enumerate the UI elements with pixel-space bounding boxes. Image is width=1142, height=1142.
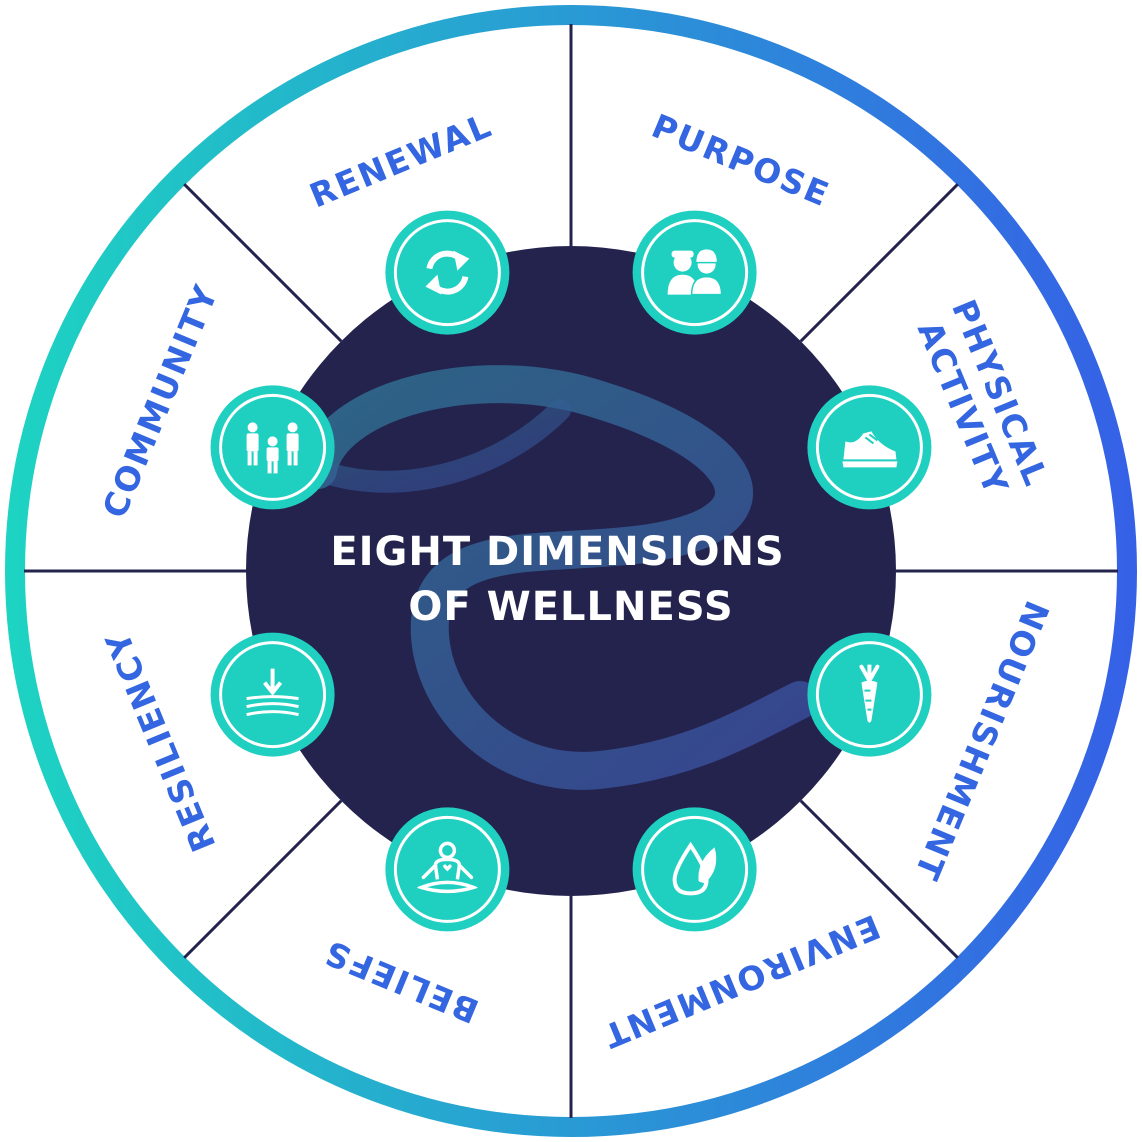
- divider-line: [183, 183, 343, 343]
- swoosh-logo: [299, 365, 819, 790]
- nourishment-icon-badge: [807, 632, 932, 757]
- center-title-line-2: OF WELLNESS: [408, 584, 733, 630]
- physical-activity-icon-badge: [807, 385, 932, 510]
- purpose-icon-badge: [632, 210, 757, 335]
- resiliency-icon-badge: [210, 632, 335, 757]
- center-title-line-1: EIGHT DIMENSIONS: [330, 529, 784, 575]
- dimension-icons: [210, 210, 932, 932]
- segment-dividers: [24, 24, 1118, 1118]
- divider-line: [799, 799, 959, 959]
- beliefs-icon-badge: [385, 807, 510, 932]
- community-icon-badge: [210, 385, 335, 510]
- center-title: EIGHT DIMENSIONS OF WELLNESS: [330, 529, 799, 630]
- environment-icon-badge: [632, 807, 757, 932]
- renewal-icon-badge: [385, 210, 510, 335]
- divider-line: [183, 799, 343, 959]
- divider-line: [799, 183, 959, 343]
